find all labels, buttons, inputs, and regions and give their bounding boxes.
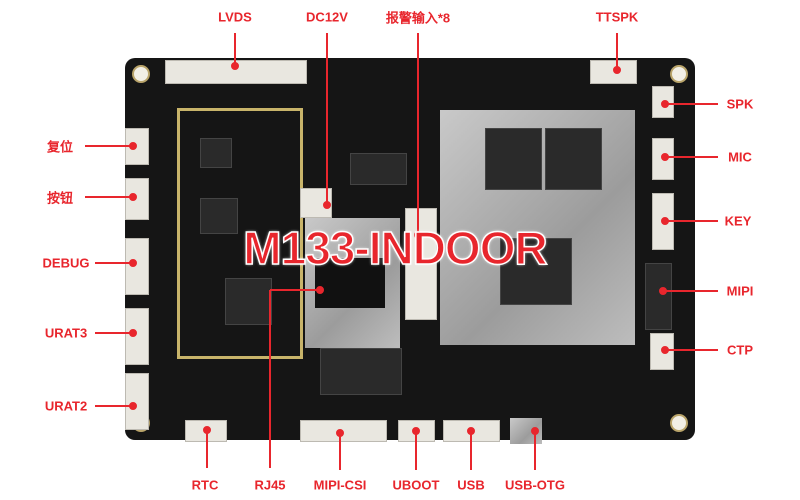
label-lvds: LVDS (218, 9, 252, 25)
ttspk-connector (590, 60, 637, 84)
urat2-connector (125, 373, 149, 430)
mount-hole (670, 414, 688, 432)
mipi-csi-connector (300, 420, 387, 442)
ram-chip (545, 128, 602, 190)
alarm-connector (405, 208, 437, 320)
debug-connector (125, 238, 149, 295)
mipi-connector (645, 263, 672, 330)
callout-dot (323, 201, 331, 209)
a133-cpu (500, 238, 572, 305)
label-uboot: UBOOT (392, 477, 440, 493)
label-button: 按钮 (46, 190, 74, 206)
label-spk: SPK (726, 96, 754, 112)
inductor (200, 138, 232, 168)
emmc-chip (320, 348, 402, 395)
label-urat2: URAT2 (44, 398, 88, 414)
mount-hole (670, 65, 688, 83)
rj45-port (315, 258, 385, 308)
ram-chip (485, 128, 542, 190)
inductor (200, 198, 238, 234)
callout-dot (414, 231, 422, 239)
label-alarm-input: 报警输入*8 (385, 10, 451, 26)
label-key: KEY (724, 213, 752, 229)
label-rtc: RTC (191, 477, 219, 493)
callout-dot (613, 66, 621, 74)
power-section (177, 108, 303, 359)
label-dc12v: DC12V (306, 9, 348, 25)
board-title: M133-INDOOR (243, 221, 549, 275)
label-ttspk: TTSPK (595, 9, 639, 25)
label-urat3: URAT3 (44, 325, 88, 341)
label-mipi: MIPI (726, 283, 754, 299)
button-connector (125, 178, 149, 220)
label-mipi-csi: MIPI-CSI (313, 477, 367, 493)
pcb-board (125, 58, 695, 444)
transformer-chip (350, 153, 407, 185)
label-debug: DEBUG (42, 255, 90, 271)
urat3-connector (125, 308, 149, 365)
mount-hole (132, 65, 150, 83)
label-mic: MIC (728, 149, 752, 165)
callout-dot (231, 62, 239, 70)
label-usb-otg: USB-OTG (505, 477, 565, 493)
label-rj45: RJ45 (254, 477, 286, 493)
label-usb: USB (457, 477, 485, 493)
chip (225, 278, 272, 325)
label-reset: 复位 (46, 139, 74, 155)
label-ctp: CTP (727, 342, 753, 358)
